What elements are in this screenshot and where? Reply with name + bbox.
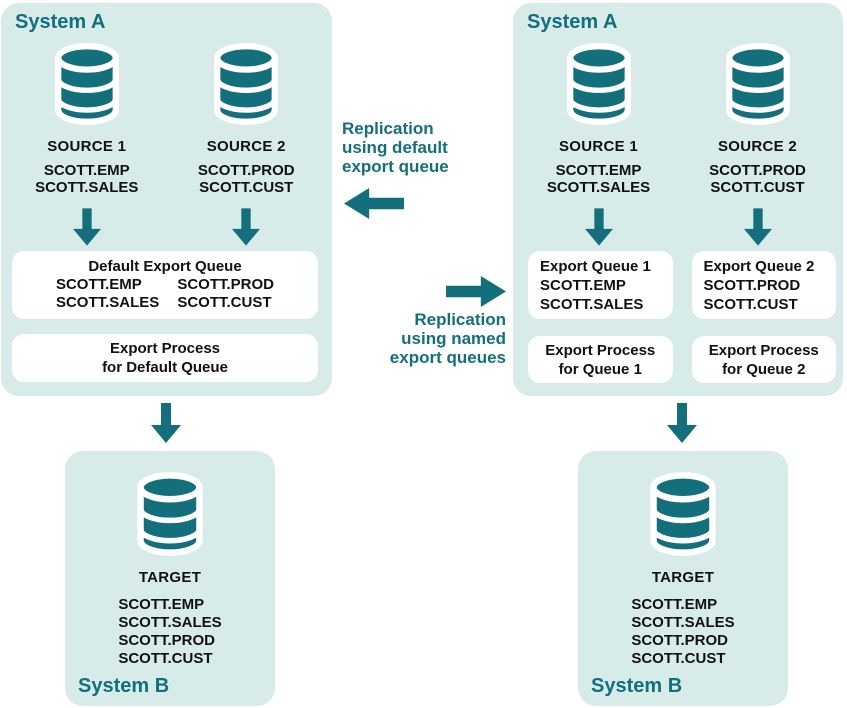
queue-box-title: Default Export Queue — [88, 258, 242, 275]
named-queue-row: Export Queue 1 SCOTT.EMP SCOTT.SALES Exp… — [528, 251, 836, 319]
source-2-group: SOURCE 2 SCOTT.PROD SCOTT.CUST — [678, 39, 837, 246]
arrow-right-icon — [446, 276, 506, 307]
table-name: SCOTT.PROD — [709, 162, 806, 179]
named-process-row: Export Process for Queue 1 Export Proces… — [528, 336, 836, 383]
database-icon — [208, 39, 284, 129]
arrow-down-icon — [151, 402, 181, 444]
panel-system-a-default: System A SOURCE 1 SCOTT.EMP SCOTT.SALES … — [1, 3, 332, 396]
source-label: SOURCE 1 — [47, 138, 127, 155]
arrow-down-icon — [232, 208, 260, 246]
source-2-group: SOURCE 2 SCOTT.PROD SCOTT.CUST — [167, 39, 327, 246]
source-label: SOURCE 2 — [717, 138, 798, 155]
process-box-line: for Default Queue — [102, 359, 228, 376]
system-a-title: System A — [15, 11, 106, 33]
database-icon — [644, 468, 722, 560]
queue-table-columns: SCOTT.EMP SCOTT.SALES SCOTT.PROD SCOTT.C… — [56, 276, 274, 312]
table-name: SCOTT.SALES — [540, 295, 644, 313]
table-name: SCOTT.CUST — [118, 650, 213, 667]
source-table-list: SCOTT.PROD SCOTT.CUST — [198, 162, 295, 196]
system-a-title: System A — [527, 11, 618, 33]
table-name: SCOTT.EMP — [43, 162, 130, 179]
table-name: SCOTT.SALES — [631, 614, 735, 631]
system-b-content: TARGET SCOTT.EMP SCOTT.SALES SCOTT.PROD … — [578, 451, 788, 706]
arrow-down-icon — [585, 208, 613, 246]
table-name: SCOTT.PROD — [118, 632, 215, 649]
system-b-content: TARGET SCOTT.EMP SCOTT.SALES SCOTT.PROD … — [65, 451, 275, 706]
table-name: SCOTT.EMP — [118, 596, 205, 613]
arrow-down-icon — [667, 402, 697, 444]
table-name: SCOTT.SALES — [118, 614, 222, 631]
table-name: SCOTT.SALES — [546, 179, 651, 196]
panel-system-b-right: TARGET SCOTT.EMP SCOTT.SALES SCOTT.PROD … — [578, 451, 788, 706]
sources-row: SOURCE 1 SCOTT.EMP SCOTT.SALES SOURCE 2 … — [7, 39, 326, 246]
table-name: SCOTT.CUST — [710, 179, 805, 196]
table-name: SCOTT.EMP — [540, 276, 626, 294]
table-name: SCOTT.SALES — [35, 179, 139, 196]
export-process-2-box: Export Process for Queue 2 — [691, 336, 836, 383]
system-b-title: System B — [591, 675, 683, 697]
default-export-queue-box: Default Export Queue SCOTT.EMP SCOTT.SAL… — [12, 251, 318, 319]
table-name: SCOTT.EMP — [55, 276, 142, 293]
table-name: SCOTT.CUST — [631, 650, 726, 667]
queue-box-title: Export Queue 2 — [703, 257, 815, 275]
export-queue-2-box: Export Queue 2 SCOTT.PROD SCOTT.CUST — [691, 251, 836, 319]
target-label: TARGET — [651, 569, 715, 586]
target-label: TARGET — [138, 569, 202, 586]
database-icon — [561, 39, 637, 129]
source-1-group: SOURCE 1 SCOTT.EMP SCOTT.SALES — [7, 39, 167, 246]
queue-box-title: Export Queue 1 — [540, 257, 651, 275]
target-table-list: SCOTT.EMP SCOTT.SALES SCOTT.PROD SCOTT.C… — [631, 596, 734, 668]
queue-column: SCOTT.EMP SCOTT.SALES — [56, 276, 159, 312]
queue-column: SCOTT.PROD SCOTT.CUST — [177, 276, 274, 312]
export-process-box: Export Process for Default Queue — [12, 334, 318, 382]
arrow-down-icon — [744, 208, 772, 246]
label-line: export queues — [389, 348, 506, 367]
label-line: Replication — [342, 119, 434, 138]
system-b-title: System B — [78, 675, 170, 697]
database-icon — [131, 468, 209, 560]
label-line: using named — [401, 329, 506, 348]
table-name: SCOTT.CUST — [703, 295, 798, 313]
process-box-line: for Queue 2 — [722, 360, 806, 378]
default-replication-label: Replication using default export queue — [342, 119, 449, 176]
source-label: SOURCE 1 — [558, 138, 639, 155]
database-icon — [49, 39, 125, 129]
sources-row: SOURCE 1 SCOTT.EMP SCOTT.SALES SOURCE 2 … — [519, 39, 837, 246]
label-line: export queue — [342, 157, 449, 176]
table-name: SCOTT.PROD — [177, 276, 275, 293]
table-name: SCOTT.PROD — [631, 632, 728, 649]
panel-system-b-left: TARGET SCOTT.EMP SCOTT.SALES SCOTT.PROD … — [65, 451, 275, 706]
source-table-list: SCOTT.PROD SCOTT.CUST — [709, 162, 806, 196]
target-table-list: SCOTT.EMP SCOTT.SALES SCOTT.PROD SCOTT.C… — [118, 596, 221, 668]
named-replication-label: Replication using named export queues — [326, 310, 506, 367]
source-table-list: SCOTT.EMP SCOTT.SALES — [35, 162, 138, 196]
panel-system-a-named: System A SOURCE 1 SCOTT.EMP SCOTT.SALES … — [513, 3, 843, 396]
table-name: SCOTT.CUST — [177, 294, 272, 311]
arrow-left-icon — [344, 188, 404, 219]
table-name: SCOTT.SALES — [55, 294, 160, 311]
arrow-down-icon — [73, 208, 101, 246]
table-name: SCOTT.PROD — [197, 162, 295, 179]
label-line: using default — [342, 138, 448, 157]
database-icon — [720, 39, 796, 129]
table-name: SCOTT.EMP — [555, 162, 642, 179]
table-name: SCOTT.CUST — [199, 179, 294, 196]
label-line: Replication — [414, 310, 506, 329]
process-box-line: Export Process — [708, 341, 819, 359]
export-process-1-box: Export Process for Queue 1 — [528, 336, 673, 383]
process-box-line: Export Process — [545, 341, 656, 359]
export-queue-1-box: Export Queue 1 SCOTT.EMP SCOTT.SALES — [528, 251, 673, 319]
table-name: SCOTT.EMP — [631, 596, 718, 613]
table-name: SCOTT.PROD — [703, 276, 801, 294]
source-label: SOURCE 2 — [206, 138, 286, 155]
process-box-line: for Queue 1 — [558, 360, 642, 378]
process-box-line: Export Process — [109, 340, 221, 357]
source-1-group: SOURCE 1 SCOTT.EMP SCOTT.SALES — [519, 39, 678, 246]
source-table-list: SCOTT.EMP SCOTT.SALES — [547, 162, 650, 196]
